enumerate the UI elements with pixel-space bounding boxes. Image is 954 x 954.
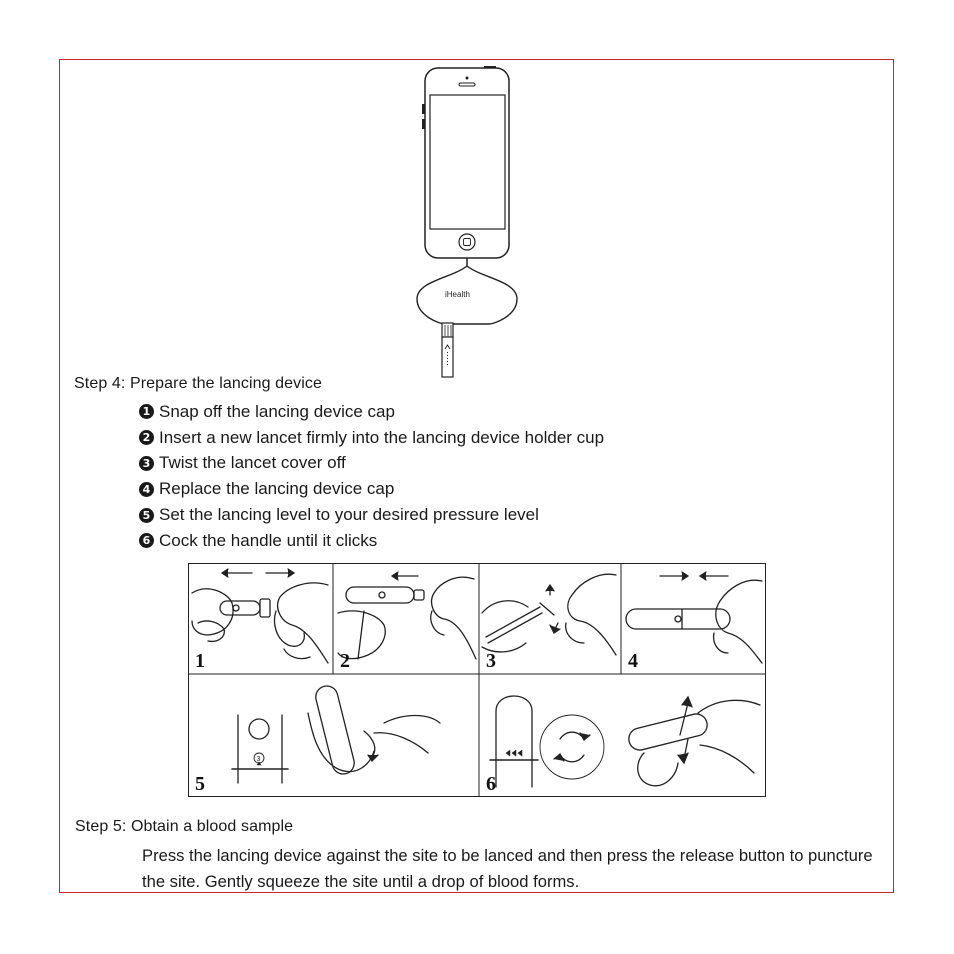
step-number-badge: 4 (139, 481, 154, 497)
step4-item: 1 Snap off the lancing device cap (139, 399, 604, 425)
page-frame (59, 59, 894, 893)
device-brand-label: iHealth (445, 290, 470, 299)
lancing-steps-figure-svg: 1 2 3 4 5 6 3 (188, 563, 766, 797)
panel-number: 3 (486, 650, 496, 672)
panel-number: 4 (628, 650, 638, 672)
step4-item-text: Twist the lancet cover off (159, 453, 346, 473)
dial-level-number: 3 (257, 756, 261, 763)
step-number-badge: 5 (139, 507, 154, 523)
step4-item-text: Snap off the lancing device cap (159, 401, 395, 421)
lancing-steps-figure: 1 2 3 4 5 6 3 (188, 563, 766, 797)
step4-item: 5 Set the lancing level to your desired p… (139, 502, 604, 528)
phone-with-meter-illustration: iHealth (412, 66, 522, 380)
step4-item: 2 Insert a new lancet firmly into the lan… (139, 425, 604, 451)
panel-4-illustration (625, 571, 763, 664)
panel-5-illustration (231, 685, 441, 784)
panel-number: 2 (340, 650, 350, 672)
step5-title: Step 5: Obtain a blood sample (75, 818, 294, 835)
step-number-badge: 1 (139, 404, 154, 420)
panel-number: 5 (195, 773, 205, 795)
step4-list: 1 Snap off the lancing device cap 2 Insert… (139, 399, 604, 554)
panel-2-illustration (337, 571, 477, 660)
step4-item-text: Set the lancing level to your desired pr… (159, 505, 539, 525)
panel-6-illustration (489, 695, 761, 788)
step4-item-text: Replace the lancing device cap (159, 479, 395, 499)
step4-item: 4 Replace the lancing device cap (139, 476, 604, 502)
step-number-badge: 2 (139, 430, 154, 446)
panel-1-illustration (191, 568, 329, 664)
step4-title: Step 4: Prepare the lancing device (74, 375, 323, 392)
step4-item: 3 Twist the lancet cover off (139, 451, 604, 477)
step-number-badge: 6 (139, 533, 154, 549)
step4-item-text: Insert a new lancet firmly into the lanc… (159, 427, 605, 447)
panel-number: 1 (195, 650, 205, 672)
panel-3-illustration (481, 573, 617, 656)
panel-number: 6 (486, 773, 496, 795)
step4-item: 6 Cock the handle until it clicks (139, 528, 604, 554)
step4-item-text: Cock the handle until it clicks (159, 530, 378, 550)
step5-paragraph: Press the lancing device against the sit… (142, 846, 873, 891)
step-number-badge: 3 (139, 455, 154, 471)
phone-illustration: iHealth (416, 66, 518, 378)
